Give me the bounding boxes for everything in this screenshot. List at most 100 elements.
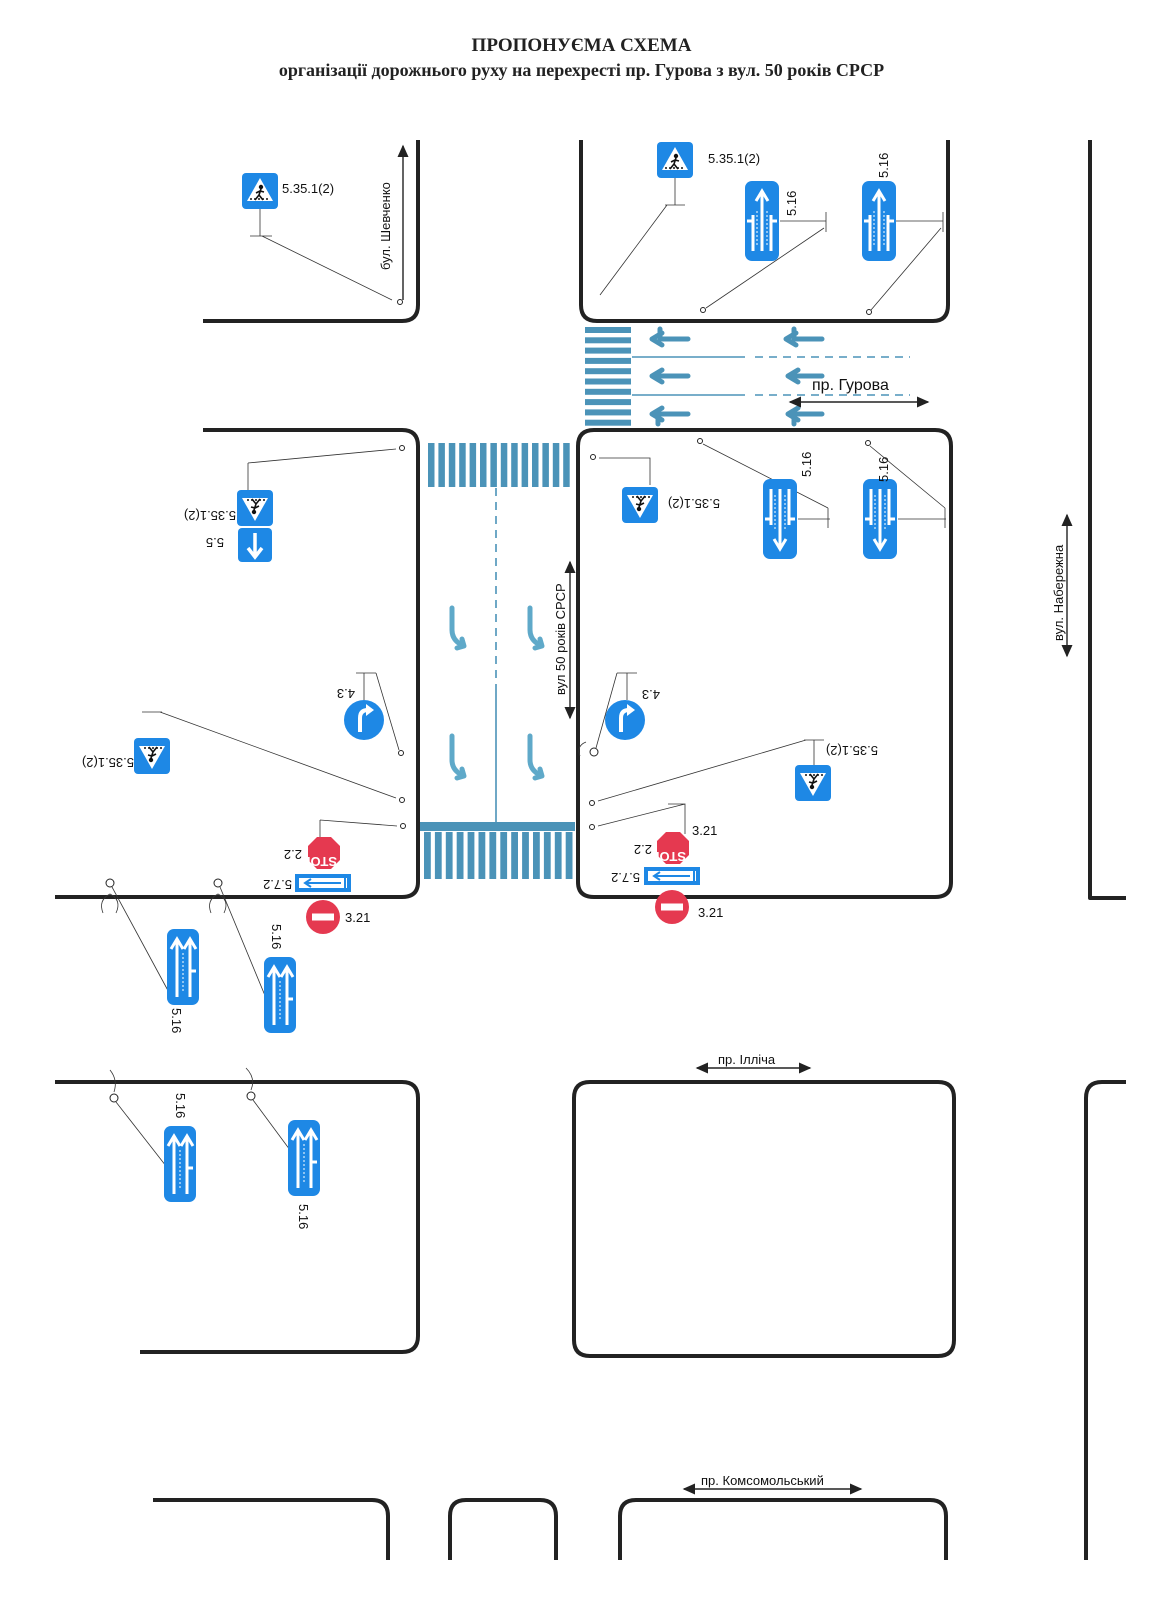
zebra-stripe	[438, 443, 445, 487]
sign-code-label: 5.16	[173, 1093, 188, 1118]
sign-code-label: 5.16	[784, 191, 799, 216]
zebra-stripe	[522, 832, 529, 879]
zebra-stripe	[500, 832, 508, 879]
zebra-stripe	[543, 832, 551, 879]
pedestrian-crossing-sign-icon	[794, 764, 832, 802]
zebra-stripe	[585, 399, 631, 406]
sign-group-s-upper: 5.16 5.16	[101, 878, 298, 1035]
street-label-komsomolskyi: пр. Комсомольський	[701, 1473, 824, 1488]
zebra-stripe	[467, 832, 475, 879]
zebra-stripe	[445, 832, 453, 879]
sign-code-label: 5.35.1(2)	[184, 508, 236, 523]
sign-code-label: 3.21	[698, 905, 723, 920]
pedestrian-crossing-sign-icon	[236, 489, 274, 527]
sign-code-label: 4.3	[337, 686, 355, 701]
lane-start-sign-icon	[643, 866, 701, 886]
sign-code-label: 5.35.1(2)	[668, 496, 720, 511]
lane-direction-sign-icon	[860, 179, 898, 263]
zebra-stripe	[585, 409, 631, 416]
zebra-stripe	[532, 443, 539, 487]
turn-sign-icon	[603, 698, 647, 742]
sign-code-label: 5.16	[876, 457, 891, 482]
sign-code-label: 5.35.1(2)	[708, 151, 760, 166]
pedestrian-crossing-sign-icon	[656, 141, 694, 179]
scheme-title: ПРОПОНУЄМА СХЕМА	[471, 35, 692, 56]
stop-sign-text: STOP	[651, 849, 686, 864]
sign-code-label: 5.16	[799, 452, 814, 477]
zebra-stripe	[459, 443, 466, 487]
street-label-srsr: вул 50 років СРСР	[553, 583, 568, 695]
street-label-naberezhna: вул. Набережна	[1051, 544, 1066, 641]
sign-group-nw: 5.35.1(2)	[241, 172, 403, 305]
sign-code-label: 5.16	[876, 153, 891, 178]
sign-code-label: 5.35.1(2)	[826, 743, 878, 758]
zebra-stripe	[585, 357, 631, 364]
zebra-stripe	[424, 832, 431, 879]
lane-lines	[495, 356, 910, 822]
sign-group-ne: 5.35.1(2) 5.16 5.16	[599, 141, 944, 315]
sign-group-w-upper: 5.35.1(2) 5.5	[184, 445, 405, 564]
zebra-stripe	[585, 327, 631, 333]
zebra-stripe	[585, 368, 631, 375]
sign-code-label: 3.21	[345, 910, 370, 925]
zebra-stripe	[469, 443, 477, 487]
crosswalk-east	[585, 327, 631, 426]
lane-direction-sign-icon	[262, 955, 298, 1035]
zebra-stripe	[448, 443, 456, 487]
zebra-stripe	[585, 419, 631, 426]
zebra-stripe	[456, 832, 464, 879]
title-block: ПРОПОНУЄМА СХЕМА організації дорожнього …	[0, 34, 1163, 82]
zebra-stripe	[585, 378, 631, 385]
zebra-stripe	[552, 443, 560, 487]
pedestrian-crossing-sign-icon	[133, 737, 171, 775]
scheme-subtitle: організації дорожнього руху на перехрест…	[278, 60, 885, 80]
zebra-stripe	[489, 832, 497, 879]
lane-start-sign-icon	[294, 873, 352, 893]
sign-code-label: 2.2	[284, 847, 302, 862]
zebra-stripe	[565, 832, 573, 879]
sign-code-label: 3.21	[692, 823, 717, 838]
zebra-stripe	[542, 443, 549, 487]
curbs	[55, 140, 1126, 1560]
turn-sign-icon	[342, 698, 386, 742]
sign-code-label: 5.16	[269, 924, 284, 949]
lane-direction-sign-icon	[743, 179, 781, 263]
stop-line	[420, 822, 575, 831]
sign-code-label: 4.3	[642, 687, 660, 702]
sign-code-label: 2.2	[634, 842, 652, 857]
sign-code-label: 5.16	[296, 1204, 311, 1229]
street-label-gurova: пр. Гурова	[812, 377, 889, 394]
sign-group-w-lower: 5.35.1(2) 4.3 STOP 2.2 5.7.2 3.21	[82, 672, 406, 934]
crosswalk-north	[428, 443, 570, 487]
sign-code-label: 5.35.1(2)	[282, 181, 334, 196]
pedestrian-crossing-sign-icon	[241, 172, 279, 210]
sign-code-label: 5.16	[169, 1008, 184, 1033]
street-labels: бул. Шевченко пр. Гурова вул 50 років СР…	[378, 144, 1073, 1495]
stop-sign-text: STOP	[302, 854, 337, 869]
zebra-stripe	[490, 443, 497, 487]
street-label-illicha: пр. Ілліча	[718, 1052, 776, 1067]
street-label-shevchenko: бул. Шевченко	[378, 182, 393, 270]
one-way-sign-icon	[236, 526, 274, 564]
zebra-stripe	[434, 832, 442, 879]
sign-group-e-upper: 5.35.1(2) 5.16 5.16	[590, 438, 946, 561]
zebra-stripe	[478, 832, 486, 879]
lane-direction-sign-icon	[861, 477, 899, 561]
no-entry-sign-icon	[306, 900, 340, 934]
sign-group-e-lower: 4.3 5.35.1(2) STOP 2.2 3.21 5.7.2 3.21	[578, 672, 878, 924]
sign-code-label: 5.35.1(2)	[82, 755, 134, 770]
marking-arrows	[449, 326, 825, 781]
sign-code-label: 5.7.2	[611, 870, 640, 885]
lane-direction-sign-icon	[162, 1124, 198, 1204]
zebra-stripe	[585, 337, 631, 344]
zebra-stripe	[533, 832, 540, 879]
sign-code-label: 5.5	[206, 535, 224, 550]
zebra-stripe	[521, 443, 529, 487]
lane-direction-sign-icon	[761, 477, 799, 561]
crosswalk-south	[420, 822, 575, 879]
zebra-stripe	[585, 388, 631, 395]
zebra-stripe	[554, 832, 562, 879]
no-entry-sign-icon	[655, 890, 689, 924]
sign-group-s-lower: 5.16 5.16	[109, 1067, 322, 1229]
